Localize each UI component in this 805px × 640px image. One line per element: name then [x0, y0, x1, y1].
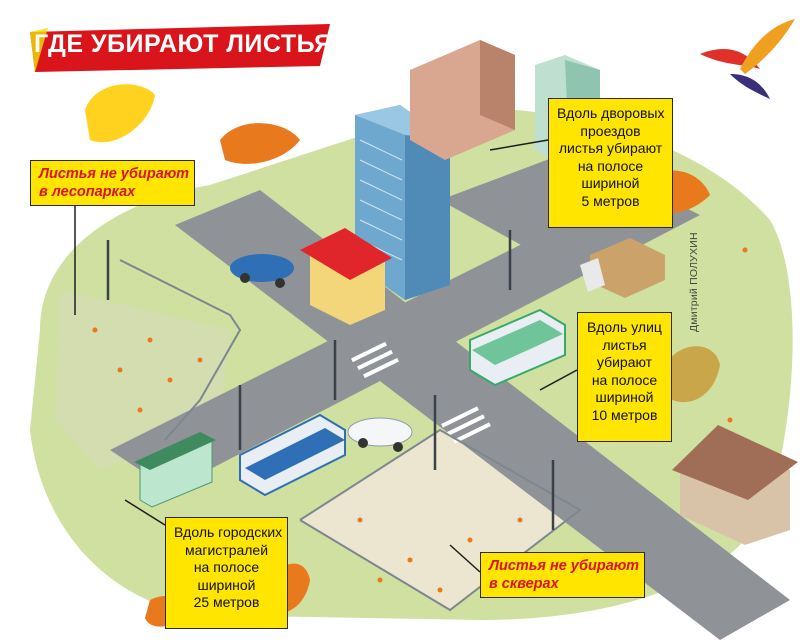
callout-line: в лесопарках: [39, 184, 136, 200]
oak-leaf: [665, 346, 720, 403]
yellow-pavilion: [300, 228, 392, 325]
callout-line: убирают: [596, 354, 653, 370]
cottage: [672, 425, 798, 545]
callout-streets: Вдоль улиц листья убирают на полосе шири…: [577, 312, 672, 442]
callout-line: Листья не убирают: [39, 166, 190, 182]
callout-line: листья: [602, 336, 647, 353]
callout-line: Вдоль улиц: [587, 319, 662, 335]
callout-line: шириной: [595, 389, 654, 405]
swallow-logo: [690, 14, 800, 114]
callout-line: Листья не убирают: [489, 558, 640, 574]
callout-line: листья убирают: [558, 140, 663, 156]
page-title: ГДЕ УБИРАЮТ ЛИСТЬЯ: [34, 30, 333, 58]
callout-line: 25 метров: [193, 594, 260, 610]
callout-courtyard: Вдоль дворовых проездов листья убирают н…: [548, 98, 673, 228]
trolleybus: [239, 413, 346, 497]
callout-line: на полосе: [591, 371, 658, 388]
callout-line: Вдоль дворовых: [557, 105, 665, 121]
callout-line: шириной: [197, 576, 256, 593]
white-car: [347, 417, 413, 452]
apartment-building: [410, 40, 515, 160]
birch-leaf: [85, 84, 155, 143]
callout-line: 10 метров: [591, 406, 658, 423]
callout-highways: Вдоль городских магистралей на полосе ши…: [165, 517, 288, 629]
callout-line: в скверах: [489, 576, 559, 592]
crosswalk: [351, 341, 491, 444]
park-fence: [119, 259, 582, 612]
author-credit: Дмитрий ПОЛУХИН: [688, 232, 700, 332]
street-lamps: [106, 230, 555, 530]
callout-forest-parks: Листья не убирают в лесопарках: [30, 160, 195, 206]
callout-line: на полосе: [577, 157, 644, 174]
callout-line: Вдоль городских: [174, 524, 283, 540]
callout-squares: Листья не убирают в скверах: [480, 552, 645, 598]
bus-stop: [134, 432, 216, 508]
bus: [469, 308, 566, 387]
callout-line: проездов: [580, 122, 641, 139]
callout-line: магистралей: [184, 541, 269, 558]
callout-line: шириной: [581, 175, 640, 191]
callout-line: 5 метров: [581, 192, 640, 209]
blue-car: [230, 254, 294, 288]
callout-line: на полосе: [193, 559, 260, 575]
title-banner: [30, 24, 330, 74]
callout-pointers: [74, 139, 578, 573]
dump-truck: [580, 238, 665, 298]
